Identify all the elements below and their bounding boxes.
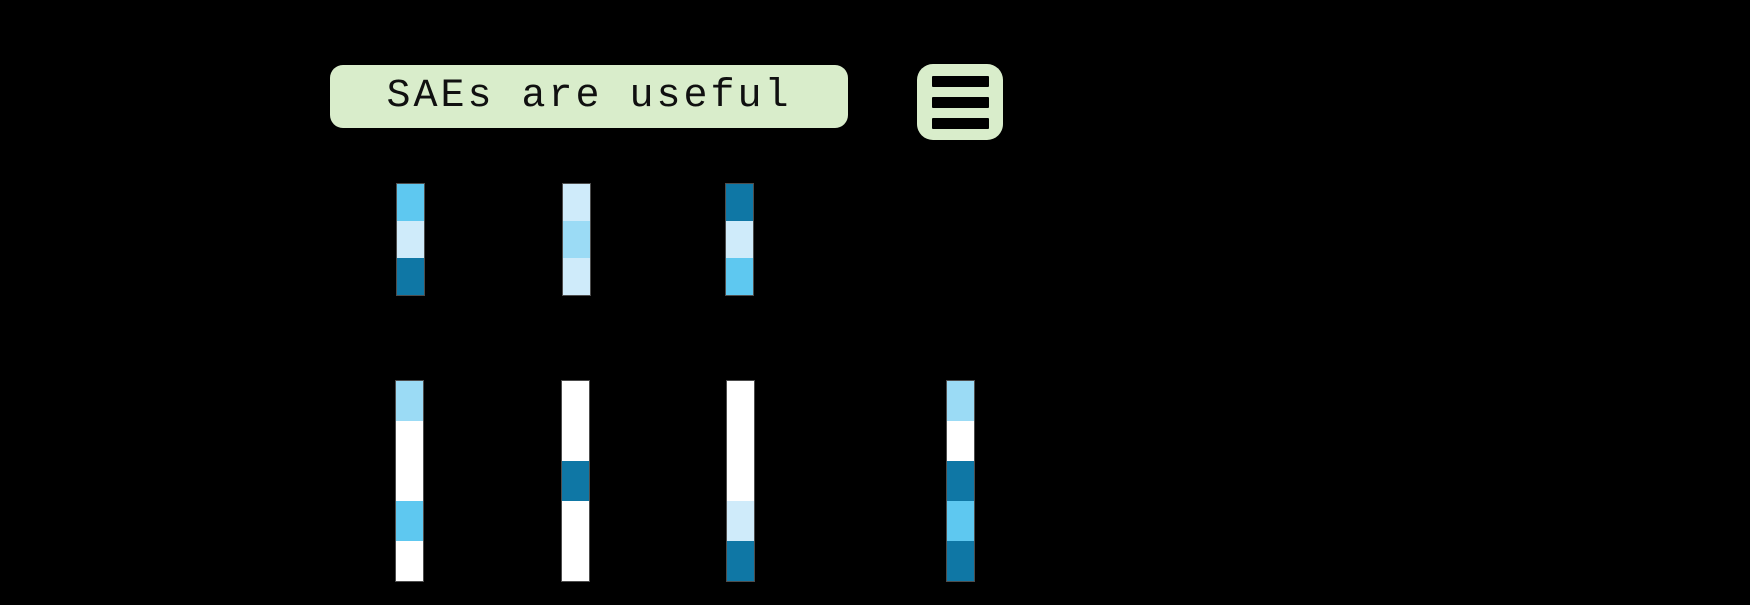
- vector-segment-dark: [397, 258, 424, 295]
- vector-segment-medium: [726, 258, 753, 295]
- vector-segment-white: [396, 541, 423, 581]
- vector-segment-white: [727, 461, 754, 501]
- vector-segment-pale: [727, 501, 754, 541]
- vector-segment-medium: [397, 184, 424, 221]
- menu-button[interactable]: [917, 64, 1003, 140]
- vector-segment-medium: [947, 501, 974, 541]
- sparse-vectors-row-bar-1: [395, 380, 424, 582]
- vector-segment-light: [563, 221, 590, 258]
- vector-segment-pale: [726, 221, 753, 258]
- hamburger-menu-icon: [931, 96, 989, 108]
- vector-segment-pale: [563, 258, 590, 295]
- vector-segment-dark: [947, 541, 974, 581]
- vector-segment-pale: [397, 221, 424, 258]
- sparse-vectors-row-bar-4: [946, 380, 975, 582]
- vector-segment-white: [396, 461, 423, 501]
- vector-segment-dark: [562, 461, 589, 501]
- hamburger-menu-icon: [931, 75, 989, 87]
- vector-segment-white: [396, 421, 423, 461]
- vector-segment-pale: [563, 184, 590, 221]
- sparse-vectors-row-bar-2: [561, 380, 590, 582]
- vector-segment-white: [562, 541, 589, 581]
- dense-vectors-row-bar-3: [725, 183, 754, 296]
- dense-vectors-row-bar-2: [562, 183, 591, 296]
- vector-segment-white: [562, 421, 589, 461]
- vector-segment-light: [396, 381, 423, 421]
- vector-segment-dark: [727, 541, 754, 581]
- vector-segment-dark: [947, 461, 974, 501]
- vector-segment-medium: [396, 501, 423, 541]
- vector-segment-white: [947, 421, 974, 461]
- vector-segment-dark: [726, 184, 753, 221]
- vector-segment-white: [562, 501, 589, 541]
- sparse-vectors-row-bar-3: [726, 380, 755, 582]
- vector-segment-white: [562, 381, 589, 421]
- vector-segment-light: [947, 381, 974, 421]
- vector-segment-white: [727, 381, 754, 421]
- vector-segment-white: [727, 421, 754, 461]
- dense-vectors-row-bar-1: [396, 183, 425, 296]
- hamburger-menu-icon: [931, 117, 989, 129]
- sae-label-text: SAEs are useful: [386, 74, 792, 119]
- sae-label-pill: SAEs are useful: [330, 65, 848, 128]
